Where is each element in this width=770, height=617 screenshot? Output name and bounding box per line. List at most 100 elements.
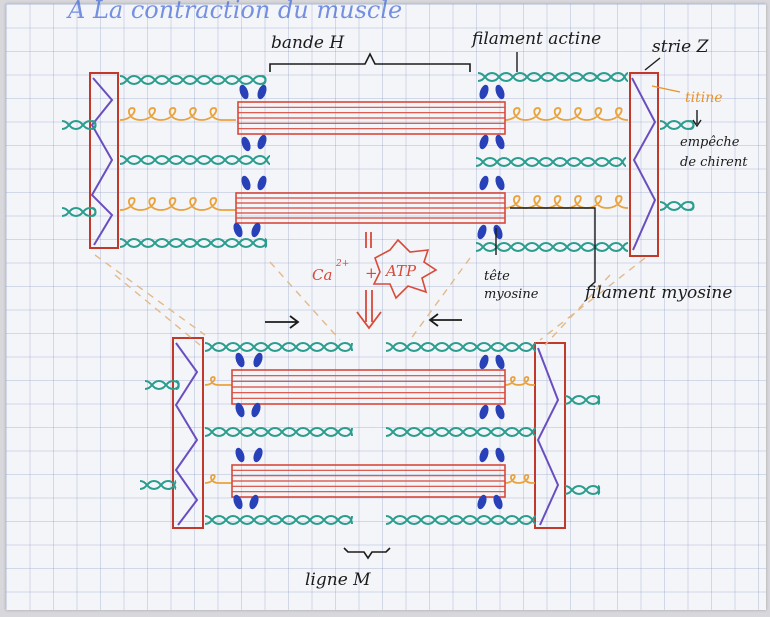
actin-filament [385,426,537,438]
myosin-head [257,134,267,150]
filament-actine-label: filament actine [470,29,601,49]
arrow-left-icon [428,313,462,327]
leader-lines [495,52,702,289]
myosin-head [241,136,251,152]
actin-filament [204,341,353,353]
actin-filament [119,237,268,249]
myosin-head [253,352,263,368]
myosin-head [495,175,505,191]
myosin-filament [231,369,506,405]
titin-coil [504,195,628,209]
actin-filament [119,74,267,86]
atp-burst-icon [372,238,438,300]
actin-filament [475,156,627,168]
myosin-head [479,354,489,370]
actin-filament [475,241,629,253]
actin-filament [659,200,695,212]
myosin-head [495,447,505,463]
tete-label: tête [484,269,510,284]
trigger-group: Ca 2+ + ATP [312,232,438,330]
z-line-right-contracted [536,347,560,526]
titin-coil [119,107,236,121]
plus-label: + [365,264,378,282]
atp-label: ATP [384,262,417,280]
actin-filament [139,479,177,491]
header-text: A La contraction du muscle [66,0,402,24]
myosin-head [479,134,489,150]
myosin-head [495,404,505,420]
myosin-head [249,494,259,510]
titin-coil [504,376,535,386]
myosin-filament [235,192,506,224]
myosin-head [235,447,245,463]
ligne-m-brace [343,547,391,560]
actin-filament [477,71,629,83]
z-disc-right [629,72,659,257]
titine-label: titine [685,90,723,106]
contracted-sarcomere [139,337,601,529]
myosin-head [235,402,245,418]
bande-h-label: bande H [271,33,345,53]
myosin-head [241,175,251,191]
myosin-head [477,494,487,510]
myosin-head [257,84,267,100]
z-disc-left [89,72,119,249]
myosin-head [479,447,489,463]
dechirement-label: de chirent [680,155,748,170]
myosin-head [495,134,505,150]
myosin-filament [237,101,506,135]
myosin-head [477,224,487,240]
titin-coil [204,474,232,484]
actin-filament [144,379,180,391]
myosin-head [233,494,243,510]
myosin-head [251,402,261,418]
myosin-head [495,354,505,370]
z-line-right [631,77,657,251]
z-disc-left-contracted [172,337,204,529]
calcium-label: Ca [312,266,332,284]
titin-coil [504,474,535,484]
actin-filament [564,484,601,496]
arrow-down-icon [356,290,382,330]
myosin-head [479,404,489,420]
myosin-head [239,84,249,100]
myosin-head [493,494,503,510]
actin-filament [119,154,271,166]
myosin-head [233,222,243,238]
myosine-head-label: myosine [484,287,539,302]
actin-filament [204,426,353,438]
arrow-right-icon [265,315,300,329]
actin-filament [61,206,97,218]
actin-filament [385,341,537,353]
relaxed-sarcomere [61,71,695,257]
z-line-left [90,77,114,246]
projection-lines [94,254,646,346]
myosin-head [479,84,489,100]
ligne-m-label: ligne M [305,570,371,590]
slide-arrows [265,313,462,329]
myosin-head [251,222,261,238]
actin-filament [564,394,601,406]
actin-filament [61,119,97,131]
myosin-head [495,84,505,100]
calcium-charge-label: 2+ [335,259,349,269]
z-line-left-contracted [174,342,199,526]
myosin-filament [231,464,506,498]
actin-filament [385,514,537,526]
myosin-head [253,447,263,463]
filament-myosine-label: filament myosine [583,283,732,303]
empeche-label: empêche [680,135,740,150]
titin-coil [504,107,628,121]
actin-filament [204,514,353,526]
titin-coil [119,197,236,211]
grid-paper [6,4,766,610]
actin-filament [659,119,695,131]
myosin-head [493,224,503,240]
myosin-head [479,175,489,191]
titin-coil [204,376,232,386]
myosin-head [235,352,245,368]
strie-z-label: strie Z [652,37,710,57]
bande-h-brace [269,52,471,72]
